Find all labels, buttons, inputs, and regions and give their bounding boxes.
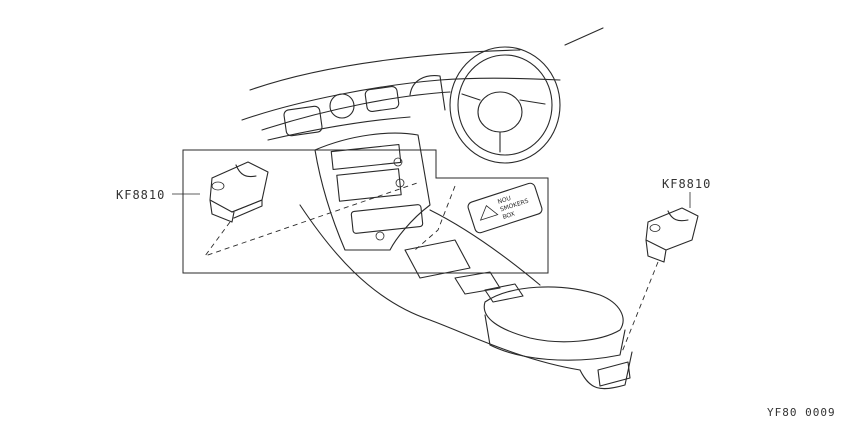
ashtray-part-right xyxy=(645,207,699,263)
knob xyxy=(395,178,405,188)
center-stack-outline xyxy=(314,132,431,251)
console-tunnel-right xyxy=(429,209,541,286)
part-number-left: KF8810 xyxy=(116,188,166,202)
ashtray-part-left xyxy=(209,161,269,223)
steering-hub xyxy=(477,91,523,133)
dashboard-lower xyxy=(267,116,411,141)
steering-wheel-outer xyxy=(449,46,561,164)
climate-panel xyxy=(336,168,402,202)
instrument-hood xyxy=(409,75,446,111)
sticker-line1: NOU xyxy=(497,195,512,206)
cupholder xyxy=(454,271,501,295)
figure-code: YF80 0009 xyxy=(767,406,836,419)
shifter-well xyxy=(404,239,471,279)
windshield-line-right xyxy=(564,27,604,46)
dashed-pointer-sticker xyxy=(414,185,456,251)
dashboard-face xyxy=(261,91,451,131)
gauge-left xyxy=(329,93,355,119)
cigarette-lighter xyxy=(375,231,385,241)
rear-ashtray-opening xyxy=(597,361,631,387)
dashboard-top xyxy=(241,77,561,121)
smokers-box-sticker: NOU SMOKERS BOX xyxy=(467,182,543,234)
console-rear xyxy=(579,351,633,390)
vent-left xyxy=(283,105,323,137)
callout-box xyxy=(182,149,549,274)
armrest-lid xyxy=(483,286,624,343)
cupholder xyxy=(484,283,524,303)
knob xyxy=(393,157,403,167)
steering-wheel-inner xyxy=(457,54,553,156)
dashed-pointer-left xyxy=(203,181,421,257)
sticker-line3: BOX xyxy=(502,210,516,221)
storage-pocket xyxy=(350,204,424,234)
vent-center xyxy=(364,85,400,113)
radio-unit xyxy=(330,143,402,171)
part-number-right: KF8810 xyxy=(662,177,712,191)
windshield-line xyxy=(249,49,521,91)
armrest-body xyxy=(484,314,626,361)
dashed-pointer-right xyxy=(621,261,659,353)
steering-spoke xyxy=(461,93,546,153)
